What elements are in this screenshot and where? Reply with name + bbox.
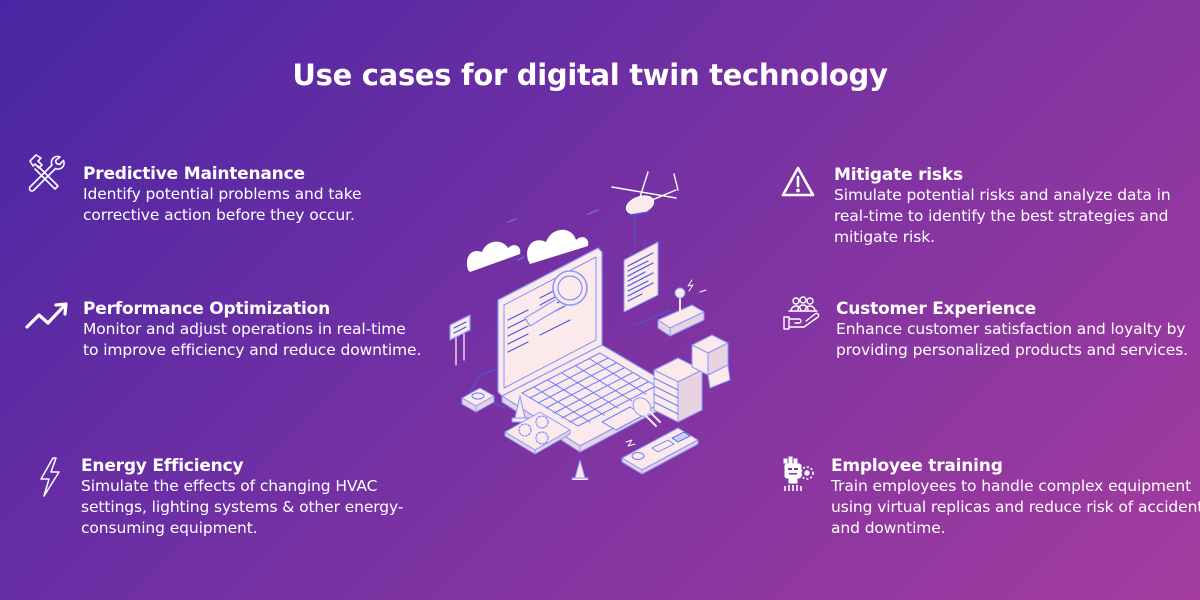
use-case-heading: Employee training bbox=[831, 456, 1003, 476]
server-rack-icon bbox=[653, 357, 703, 423]
joystick-icon bbox=[657, 279, 707, 337]
power-plug-icon bbox=[625, 397, 661, 447]
trend-up-arrow-icon bbox=[24, 298, 72, 338]
use-case-heading: Energy Efficiency bbox=[81, 456, 244, 476]
control-panel-icon bbox=[621, 427, 699, 475]
use-case-description: Train employees to handle complex equipm… bbox=[831, 477, 1200, 537]
helicopter-icon bbox=[611, 171, 679, 216]
page-title: Use cases for digital twin technology bbox=[292, 58, 888, 92]
digital-twin-illustration bbox=[430, 160, 750, 482]
gears-panel-icon bbox=[504, 411, 571, 455]
signpost-icon bbox=[449, 314, 471, 366]
push-button-icon bbox=[461, 387, 495, 413]
lightning-bolt-icon bbox=[34, 455, 68, 499]
use-case-description: Simulate the effects of changing HVAC se… bbox=[81, 477, 404, 537]
tools-icon bbox=[24, 152, 66, 194]
use-case-description: Identify potential problems and take cor… bbox=[83, 185, 362, 224]
use-case-description: Simulate potential risks and analyze dat… bbox=[834, 186, 1171, 246]
warning-triangle-icon bbox=[780, 165, 816, 199]
robot-head-gear-icon bbox=[780, 455, 816, 495]
customers-in-hand-icon bbox=[782, 295, 822, 335]
use-case-description: Monitor and adjust operations in real-ti… bbox=[83, 320, 422, 359]
machine-icon bbox=[691, 334, 731, 389]
cloud-icon bbox=[466, 229, 589, 272]
use-case-description: Enhance customer satisfaction and loyalt… bbox=[836, 320, 1188, 359]
use-case-heading: Predictive Maintenance bbox=[83, 164, 305, 184]
use-case-heading: Mitigate risks bbox=[834, 165, 963, 185]
document-panel-icon bbox=[623, 241, 659, 313]
use-case-heading: Customer Experience bbox=[836, 299, 1036, 319]
use-case-heading: Performance Optimization bbox=[83, 299, 331, 319]
